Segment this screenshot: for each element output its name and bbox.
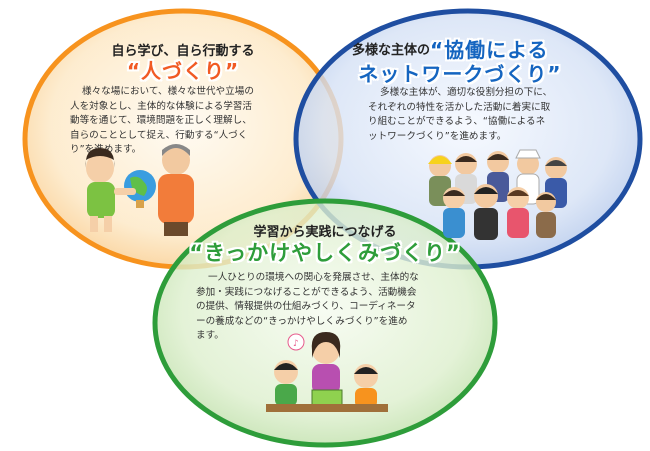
family-globe-illustration — [85, 144, 194, 236]
network-body: 多様な主体が、適切な役割分担の下に、 それぞれの特性を活かした活動に着実に取 り… — [368, 86, 608, 144]
network-line: それぞれの特性を活かした活動に着実に取 — [368, 101, 551, 113]
kikkake-body: 一人ひとりの環境への関心を発展させ、主体的な 参加・実践につなげることができるよ… — [196, 271, 466, 344]
network-line: 多様な主体が、適切な役割分担の下に、 — [380, 87, 553, 98]
hito-title: “人づくり” — [126, 59, 240, 83]
kikkake-line: ーの養成などの“きっかけやしくみづくり”を進め — [196, 315, 408, 327]
kikkake-title: “きっかけやしくみづくり” — [189, 241, 461, 265]
hito-line: 自らのこととして捉え、行動する“人づく — [70, 129, 248, 141]
children-laptop-illustration: ♪ — [266, 332, 388, 412]
kikkake-line: 一人ひとりの環境への関心を発展させ、主体的な — [208, 272, 419, 283]
kikkake-line: の提供、情報提供の仕組みづくり、コーディネータ — [196, 301, 416, 312]
hito-line: 様々な場において、様々な世代や立場の — [82, 86, 254, 97]
kikkake-line: 参加・実践につなげることができるよう、活動機会 — [196, 286, 417, 298]
network-title-line1: “協働による — [430, 38, 549, 62]
kikkake-line: ます。 — [196, 330, 224, 341]
kikkake-heading: 学習から実践につなげる — [253, 225, 397, 240]
group-people-illustration — [428, 149, 567, 240]
network-heading: 多様な主体の — [352, 43, 431, 58]
hito-heading: 自ら学び、自ら行動する — [111, 44, 255, 59]
circle-kikkake — [152, 198, 498, 448]
hito-line: 動等を通じて、環境問題を正しく理解し、 — [70, 115, 252, 126]
network-line: ットワークづくり”を進めます。 — [368, 130, 507, 142]
network-line: り組むことができるよう、“協働によるネ — [368, 116, 546, 127]
network-title-line2: ネットワークづくり” — [358, 62, 562, 86]
hito-line: 人を対象とし、主体的な体験による学習活 — [70, 100, 252, 112]
svg-text:♪: ♪ — [293, 339, 299, 349]
network-title-block: 多様な主体の“協働による — [352, 34, 572, 63]
